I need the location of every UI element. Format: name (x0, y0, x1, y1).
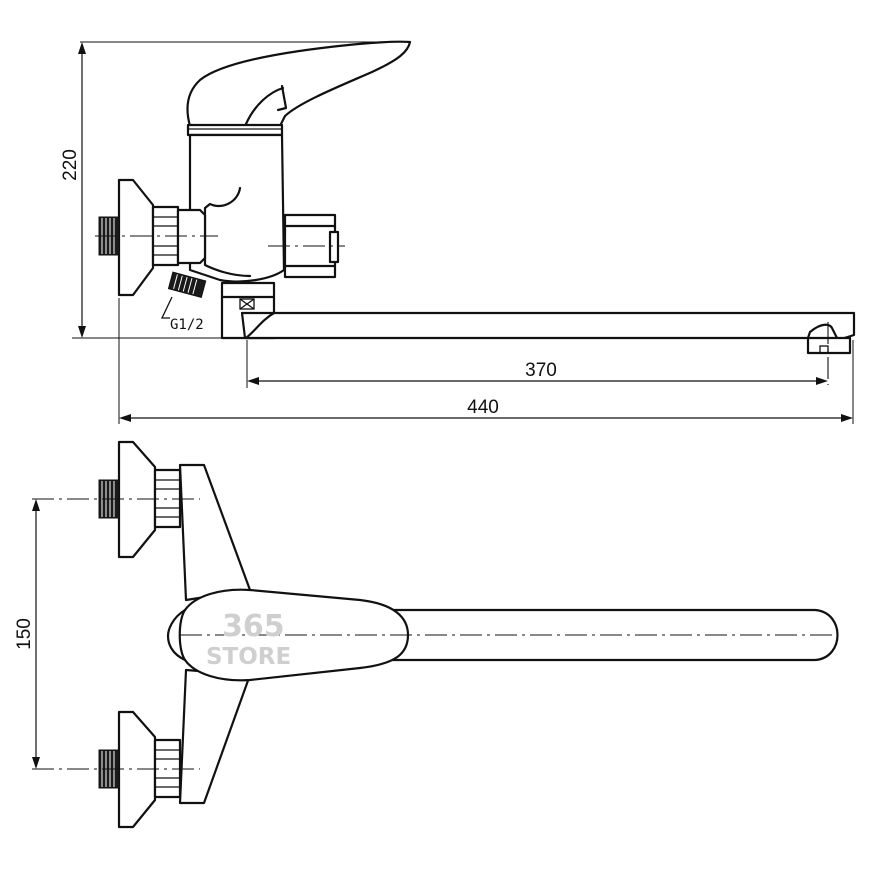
body-top-cap (166, 608, 187, 662)
upper-arm (178, 463, 252, 602)
aerator (806, 336, 852, 355)
spout-side (240, 311, 856, 342)
diverter-knob (328, 230, 340, 264)
handle-lever (186, 40, 412, 128)
thread-size-label: G1/2 (170, 317, 204, 333)
height-dimension-label: 220 (60, 149, 81, 181)
overall-length-label: 440 (467, 397, 499, 418)
watermark-logo: 365 STORE (206, 609, 291, 670)
dimension-height: 220 (60, 41, 405, 339)
dimension-overall-length: 440 (118, 298, 854, 424)
wall-flange-side (117, 178, 155, 297)
svg-text:STORE: STORE (206, 644, 291, 670)
handle-lever-inner (244, 86, 285, 126)
top-view (32, 440, 839, 829)
dimension-spout-reach: 370 (246, 340, 828, 388)
lower-arm (178, 668, 252, 805)
handle-pin (276, 84, 288, 112)
svg-text:365: 365 (222, 609, 285, 644)
inlet-spacing-label: 150 (14, 618, 35, 650)
cartridge-collar (186, 123, 284, 137)
g12-leader (160, 296, 173, 319)
body-detail (203, 186, 252, 278)
spout-reach-label: 370 (525, 360, 557, 381)
side-view: G1/2 (95, 40, 856, 385)
dimension-inlet-spacing: 150 (14, 499, 40, 769)
g12-fitting (167, 271, 207, 298)
